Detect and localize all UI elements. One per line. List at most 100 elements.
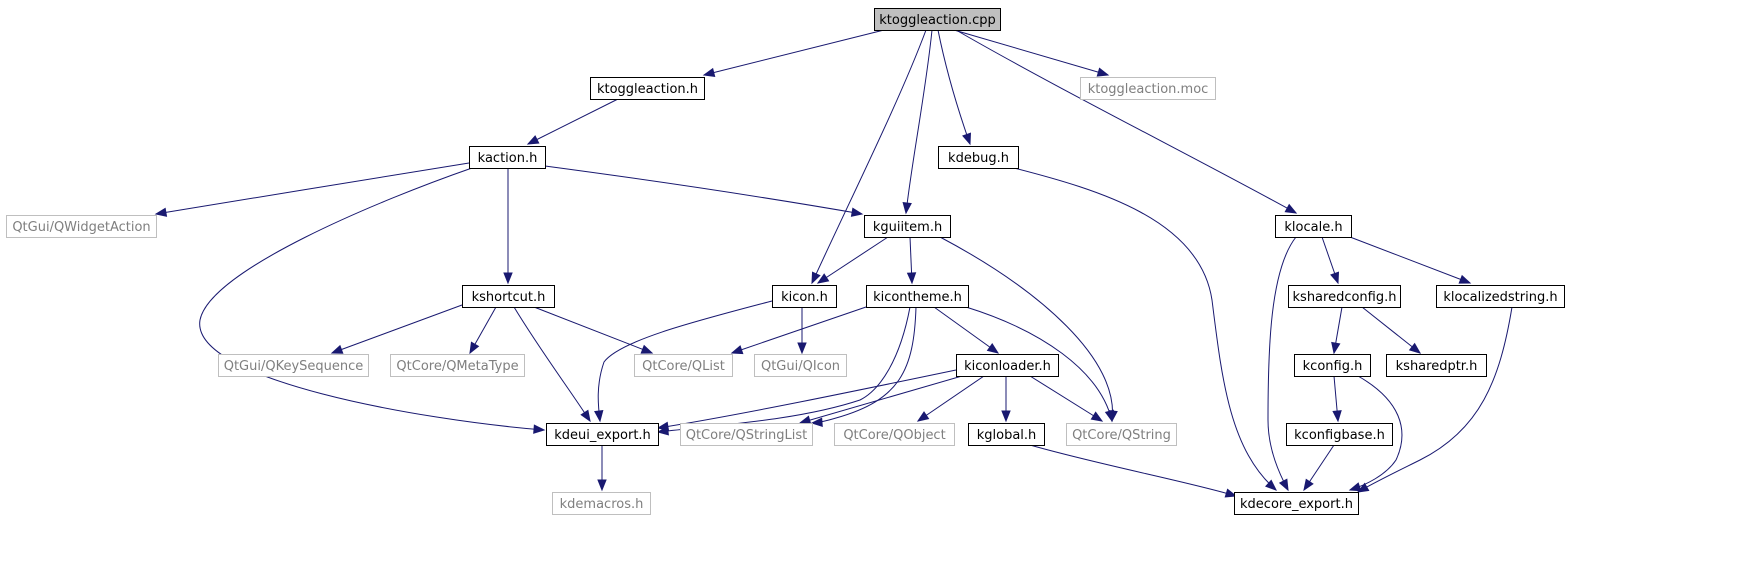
edge-arrowhead (702, 67, 716, 78)
node-kdeui-export-h[interactable]: kdeui_export.h (546, 423, 659, 446)
edge-arrowhead (962, 132, 971, 146)
edge-line (917, 375, 985, 422)
node-ktoggleaction-h[interactable]: ktoggleaction.h (590, 77, 705, 100)
node-ksharedconfig-h[interactable]: ksharedconfig.h (1288, 285, 1401, 308)
node-box (1066, 423, 1177, 446)
edge-line (703, 29, 885, 76)
edge-ktoggleaction_cpp-to-klocale_h (955, 29, 1298, 214)
node-kicontheme-h[interactable]: kicontheme.h (866, 285, 969, 308)
node-label: ktoggleaction.h (597, 82, 698, 97)
edge-ktoggleaction_cpp-to-kicon_h (811, 29, 927, 285)
edge-arrowhead (594, 410, 604, 423)
edge-ktoggleaction_cpp-to-kguiitem_h (902, 29, 933, 215)
edge-arrowhead (1001, 410, 1011, 423)
node-qkeysequence: QtGui/QKeySequence (218, 354, 369, 377)
edge-line (199, 167, 545, 431)
edge-arrowhead (902, 202, 912, 215)
node-kicon-h[interactable]: kicon.h (772, 285, 837, 308)
edge-arrowhead (1090, 411, 1104, 422)
edge-line (811, 29, 927, 284)
node-ksharedptr-h[interactable]: ksharedptr.h (1386, 354, 1487, 377)
node-box (754, 354, 847, 377)
node-label: kaction.h (478, 151, 538, 166)
node-box (1080, 77, 1216, 100)
node-qmetatype: QtCore/QMetaType (390, 354, 525, 377)
edge-kiconloader_h-to-qstringlist (798, 375, 963, 425)
node-kdebug-h[interactable]: kdebug.h (938, 146, 1019, 169)
edge-line (937, 29, 971, 145)
edge-arrowhead (986, 343, 1000, 354)
node-box (634, 354, 733, 377)
edge-arrowhead (798, 415, 812, 425)
edge-arrowhead (656, 421, 670, 432)
edge-ksharedconfig_h-to-ksharedptr_h (1361, 306, 1422, 354)
node-label: QtGui/QIcon (761, 359, 840, 374)
edge-line (597, 300, 773, 422)
node-label: QtGui/QKeySequence (224, 359, 364, 374)
node-box (6, 215, 157, 238)
edge-kshortcut_h-to-qlist (533, 306, 654, 354)
node-kiconloader-h[interactable]: kiconloader.h (956, 354, 1059, 377)
edge-kaction_h-to-kdeui_export_h (199, 167, 546, 434)
edge-arrowhead (1096, 67, 1110, 77)
node-box (1286, 423, 1393, 446)
edge-line (1357, 306, 1513, 493)
edge-arrowhead (1332, 410, 1342, 423)
edge-arrowhead (1303, 478, 1314, 492)
edge-line (1361, 306, 1421, 354)
node-label: QtCore/QObject (843, 428, 945, 443)
edge-line (933, 306, 999, 354)
node-box (1294, 354, 1371, 377)
node-qlist: QtCore/QList (634, 354, 733, 377)
edge-line (1349, 236, 1471, 284)
edge-kconfig_h-to-kdecore_export_h (1348, 375, 1403, 492)
node-box (834, 423, 955, 446)
edge-arrowhead (730, 345, 744, 355)
node-klocalizedstring-h[interactable]: klocalizedstring.h (1436, 285, 1565, 308)
edge-ktoggleaction_h-to-kaction_h (526, 98, 619, 145)
node-label: klocalizedstring.h (1443, 290, 1557, 305)
edge-kicontheme_h-to-qstringlist (810, 306, 917, 427)
node-qstring: QtCore/QString (1066, 423, 1177, 446)
edge-arrowhead (533, 424, 546, 434)
node-label: kicontheme.h (873, 290, 962, 305)
node-qicon: QtGui/QIcon (754, 354, 847, 377)
node-qwidgetaction: QtGui/QWidgetAction (6, 215, 157, 238)
edge-arrowhead (640, 344, 654, 354)
node-kconfigbase-h[interactable]: kconfigbase.h (1286, 423, 1393, 446)
edge-arrowhead (330, 344, 344, 354)
node-label: klocale.h (1284, 220, 1342, 235)
edge-kiconloader_h-to-kglobal_h (1001, 376, 1011, 423)
node-label: ksharedptr.h (1396, 359, 1478, 374)
node-label: kiconloader.h (964, 359, 1051, 374)
edge-arrowhead (811, 271, 821, 285)
edge-arrowhead (850, 207, 864, 217)
node-kglobal-h[interactable]: kglobal.h (968, 423, 1045, 446)
edge-arrowhead (580, 409, 591, 423)
edge-kguiitem_h-to-qstring (939, 236, 1118, 423)
node-ktoggleaction-cpp[interactable]: ktoggleaction.cpp (874, 8, 1001, 31)
node-kguiitem-h[interactable]: kguiitem.h (864, 215, 951, 238)
edge-klocale_h-to-klocalizedstring_h (1349, 236, 1472, 284)
edge-line (1267, 236, 1297, 491)
edge-line (799, 375, 963, 424)
edge-ktoggleaction_cpp-to-ktoggleaction_moc (953, 29, 1110, 77)
edge-ktoggleaction_cpp-to-kdebug_h (937, 29, 971, 146)
edge-line (513, 306, 591, 422)
node-kaction-h[interactable]: kaction.h (469, 146, 546, 169)
node-kconfig-h[interactable]: kconfig.h (1294, 354, 1371, 377)
node-kshortcut-h[interactable]: kshortcut.h (462, 285, 555, 308)
node-kdecore-export-h[interactable]: kdecore_export.h (1234, 492, 1359, 515)
edge-arrowhead (797, 342, 807, 355)
edge-arrowhead (597, 479, 607, 492)
edge-kdebug_h-to-kdecore_export_h (1013, 167, 1278, 491)
edge-kshortcut_h-to-kdeui_export_h (513, 306, 591, 423)
edge-kguiitem_h-to-kicontheme_h (906, 236, 917, 285)
edge-klocale_h-to-ksharedconfig_h (1321, 236, 1340, 285)
edge-arrowhead (1265, 479, 1278, 491)
edge-line (155, 162, 470, 215)
edge-arrowhead (1348, 482, 1362, 492)
edge-kshortcut_h-to-qmetatype (469, 306, 497, 355)
node-klocale-h[interactable]: klocale.h (1275, 215, 1352, 238)
